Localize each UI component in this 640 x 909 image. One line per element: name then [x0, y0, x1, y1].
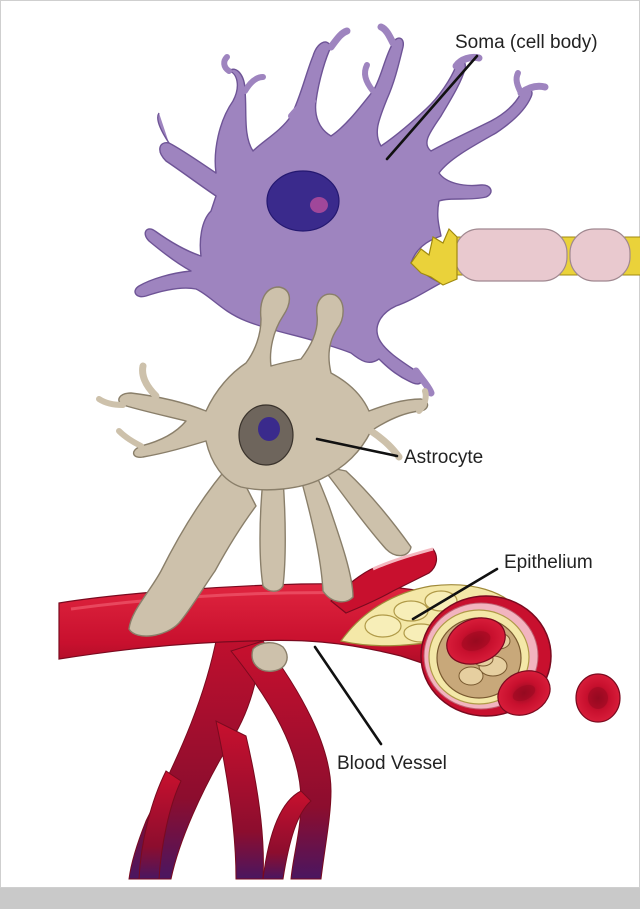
astrocyte-nucleolus	[258, 417, 280, 441]
vessel-branches	[128, 610, 332, 880]
red-blood-cell	[575, 673, 621, 723]
myelin-sheath	[569, 228, 631, 282]
epithelium-leader-line	[411, 567, 499, 621]
figure-frame: Soma (cell body) Astrocyte Epithelium Bl…	[0, 0, 640, 888]
soma-label: Soma (cell body)	[455, 32, 598, 53]
red-blood-cells	[497, 670, 621, 723]
astrocyte-leader-line	[315, 437, 399, 458]
soma-leader-line	[385, 54, 479, 161]
soma-nucleus	[266, 170, 340, 232]
myelin-sheath	[454, 228, 568, 282]
soma-nucleolus	[310, 197, 328, 213]
astrocyte	[96, 286, 429, 672]
neuron-astrocyte-vessel-diagram: Soma (cell body) Astrocyte Epithelium Bl…	[58, 23, 640, 880]
axon-hillock	[410, 227, 458, 286]
bottom-bar	[0, 888, 640, 909]
astrocyte-label: Astrocyte	[404, 447, 483, 468]
vessel-cross-section	[420, 595, 552, 717]
blood-vessel-leader-line	[313, 645, 383, 746]
epithelium-label: Epithelium	[504, 552, 593, 573]
blood-vessel-label: Blood Vessel	[337, 753, 447, 774]
red-blood-cell	[497, 670, 551, 716]
neuron-soma	[134, 23, 549, 397]
axon	[454, 228, 640, 282]
